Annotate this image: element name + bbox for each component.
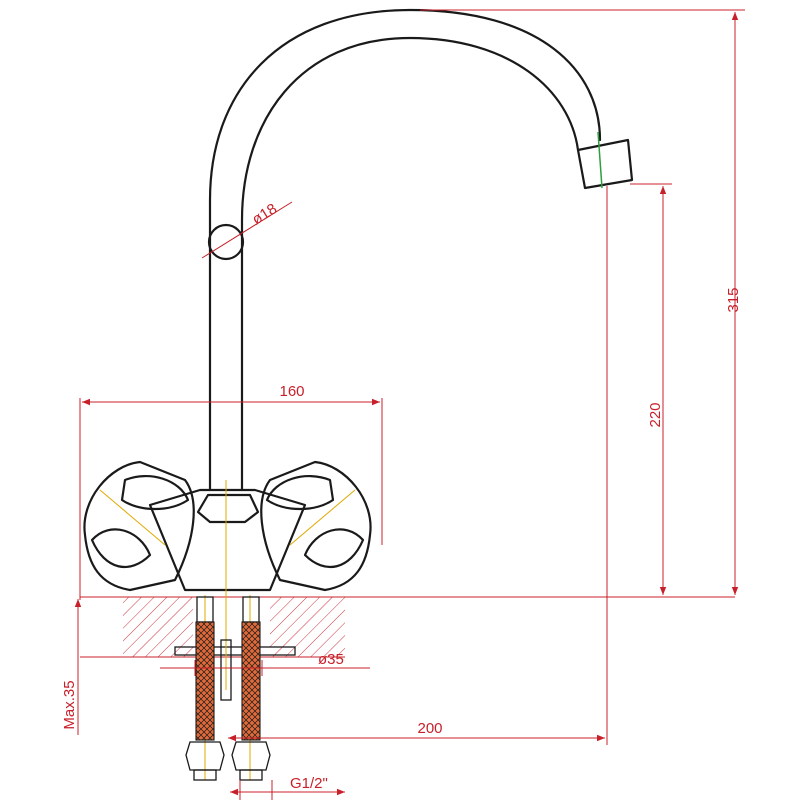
dimension-thread-label: G1/2" [290, 775, 328, 792]
dimension-max-thickness-label: Max.35 [61, 680, 78, 729]
dimension-160-label: 160 [279, 383, 304, 400]
dimension-thread: G1/2" [230, 775, 345, 800]
dimension-200-label: 200 [417, 720, 442, 737]
dimension-tube-diameter-label: ø18 [249, 200, 280, 228]
tube-section-circle [207, 223, 245, 261]
mounting-stud [220, 639, 232, 701]
dimension-200: 200 [228, 720, 605, 742]
body-nut [196, 493, 260, 524]
dimension-hole-diameter: ø35 [160, 651, 370, 676]
right-hose [231, 596, 271, 781]
dimension-315: 315 [420, 9, 745, 595]
spout [207, 8, 634, 492]
left-hose [185, 596, 225, 781]
dimension-hole-diameter-label: ø35 [318, 651, 344, 668]
dimension-160: 160 [79, 383, 383, 600]
countertop-section [80, 596, 735, 658]
faucet-body [148, 488, 307, 592]
left-handle [83, 460, 195, 592]
right-handle [260, 460, 372, 592]
dimension-220-label: 220 [647, 402, 664, 427]
dimension-220: 220 [630, 183, 672, 595]
dimension-315-label: 315 [725, 287, 742, 312]
dimension-max-thickness: Max.35 [61, 599, 82, 735]
aerator-mark [597, 131, 603, 189]
